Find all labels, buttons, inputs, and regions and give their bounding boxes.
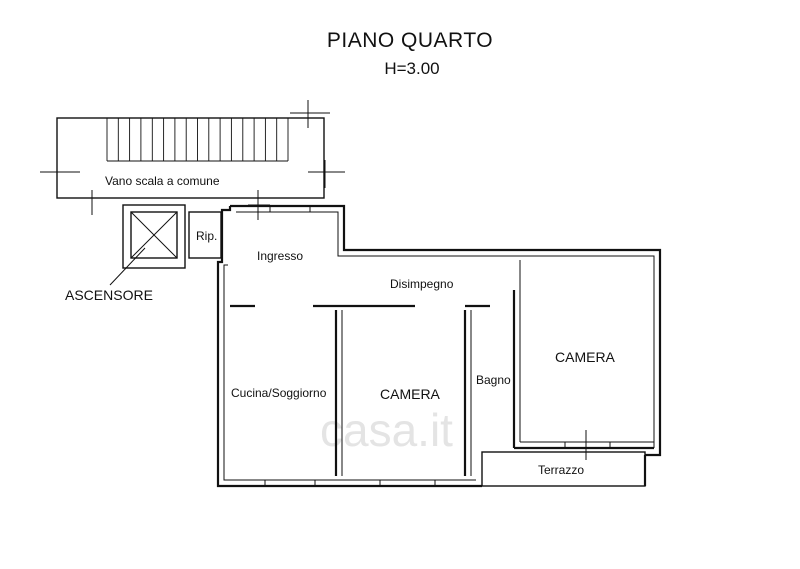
elevator-car [130,211,178,259]
room-label-bathroom: Bagno [476,373,511,387]
window [264,479,316,487]
apartment-walls [216,204,662,488]
window [564,441,611,449]
room-label-hallway: Disimpegno [390,277,454,291]
room-label-stair: Vano scala a comune [105,174,220,188]
stair-outline [56,117,325,199]
room-label-entrance: Ingresso [257,249,303,263]
elevator-leader [109,247,146,286]
outer-wall-left-bottom [216,206,482,488]
elevator-outer [122,204,186,269]
storage-room: Rip. [188,211,222,259]
room-label-kitchen: Cucina/Soggiorno [231,386,327,400]
room-label-terrace: Terrazzo [538,463,584,477]
room-label-storage: Rip. [196,229,217,243]
room-label-bedroom-center: CAMERA [380,386,441,402]
callout-elevator: ASCENSORE [65,287,153,303]
outer-wall-top-right [230,204,662,457]
outer-wall-inner-line [223,264,476,481]
plan-title: PIANO QUARTO [327,29,493,52]
elevator: ASCENSORE [65,204,186,303]
stairwell: Vano scala a comune [40,100,345,220]
stair-steps [106,118,289,161]
room-label-bedroom-right: CAMERA [555,349,616,365]
plan-height: H=3.00 [384,59,439,78]
elevator-cross [130,211,178,259]
interior-walls [230,260,654,487]
window [269,205,311,213]
watermark-text: casa.it [320,404,453,456]
watermark: casa.it [320,404,453,456]
window [379,479,436,487]
